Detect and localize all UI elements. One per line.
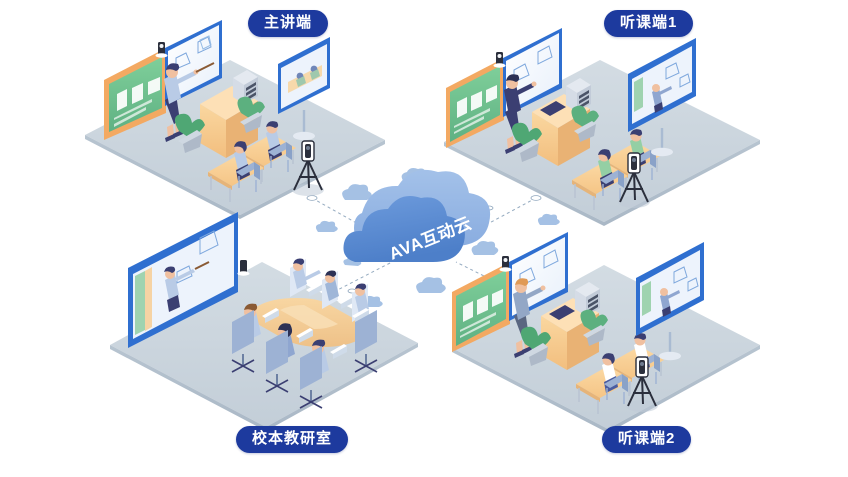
remote1-remote-display [628, 38, 696, 157]
host-desks-students [208, 121, 296, 202]
host-plants [174, 96, 265, 153]
research-participants [231, 258, 378, 409]
remote2-greenboard [452, 262, 510, 352]
host-teacher [164, 62, 215, 142]
research-ceiling-camera [237, 260, 250, 276]
remote1-ceiling-camera [493, 52, 506, 68]
research-large-display [128, 212, 250, 348]
student-front [234, 141, 260, 192]
host-tripod-camera [292, 140, 324, 196]
remote1-plants [511, 105, 599, 162]
student-back [266, 121, 292, 172]
remote2-ceiling-camera [499, 256, 512, 272]
host-greenboard [104, 48, 166, 140]
central-cloud: AVA互动云 [343, 169, 491, 264]
remote2-desks-students [576, 333, 664, 414]
display-teacher-figure [164, 261, 210, 312]
zone-label-research[interactable]: 校本教研室 [236, 426, 349, 453]
remote2-plants [520, 309, 608, 366]
zone-label-remote2[interactable]: 听课端2 [602, 426, 692, 453]
remote1-greenboard [446, 58, 504, 148]
host-remote-display [278, 37, 330, 141]
zone-label-host[interactable]: 主讲端 [248, 10, 329, 37]
zone-label-remote1[interactable]: 听课端1 [604, 10, 694, 37]
display-teacher-figure [652, 84, 672, 113]
host-ceiling-camera [155, 42, 168, 58]
remote2-cabinet [575, 282, 600, 316]
remote2-remote-display [636, 242, 704, 361]
remote2-tripod-camera [626, 356, 658, 412]
remote1-tripod-camera [618, 152, 650, 208]
